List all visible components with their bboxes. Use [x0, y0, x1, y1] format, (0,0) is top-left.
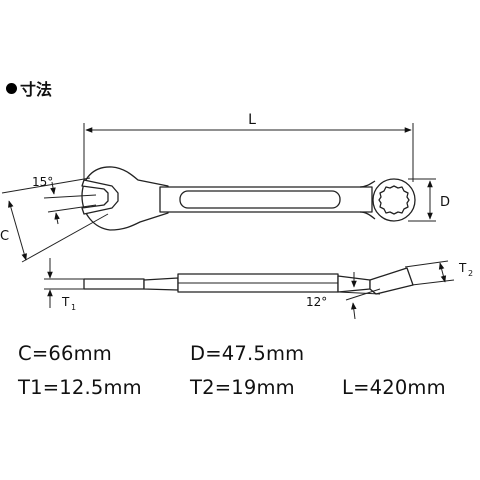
angle-12-dimension: [337, 272, 381, 320]
t2-dimension: [404, 260, 455, 286]
dimension-t1: T1=12.5mm: [18, 376, 142, 399]
t2-label: T: [458, 261, 467, 275]
length-label: L: [248, 112, 256, 128]
dimension-c: C=66mm: [18, 342, 112, 365]
dimension-l: L=420mm: [342, 376, 446, 399]
heading-text: 寸法: [20, 80, 53, 99]
length-dimension: L: [83, 112, 414, 182]
diameter-dimension: [408, 178, 436, 222]
bullet-icon: [6, 82, 17, 94]
angle-12-label: 12°: [306, 295, 327, 309]
jaw-label: C: [0, 229, 9, 244]
dimension-t2: T2=19mm: [190, 376, 295, 399]
section-heading: 寸法: [6, 76, 52, 100]
t1-subscript: 1: [71, 303, 76, 312]
diameter-label: D: [440, 195, 450, 210]
t2-subscript: 2: [468, 269, 473, 278]
jaw-dimension: [1, 177, 109, 263]
angle-15-label: 15°: [32, 175, 53, 189]
dimension-d: D=47.5mm: [190, 342, 305, 365]
t1-label: T: [61, 295, 70, 309]
wrench-side-view: [83, 267, 414, 295]
t1-dimension: [44, 258, 84, 308]
wrench-top-view: [81, 166, 416, 231]
